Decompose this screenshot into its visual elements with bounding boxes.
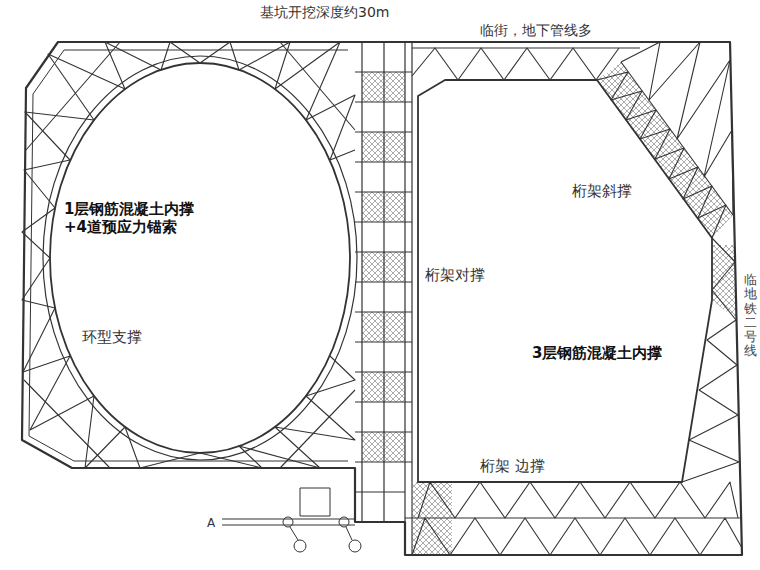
site-note-holder: 临地铁二号线 bbox=[744, 272, 757, 360]
zone-label: 桁架对撑 bbox=[423, 266, 487, 284]
support-note: 3层钢筋混凝土内撑 bbox=[530, 344, 664, 362]
zone-label-holder: 环型支撑 bbox=[80, 327, 144, 346]
site-note: 临街，地下管线多 bbox=[478, 22, 594, 39]
zone-label: 桁架斜撑 bbox=[570, 182, 634, 200]
support-note: 1层钢筋混凝土内撑 +4道预应力锚索 bbox=[62, 200, 206, 236]
truss-strut bbox=[355, 42, 412, 522]
section-letter: A bbox=[205, 516, 217, 530]
site-note-holder: 临街，地下管线多 bbox=[478, 20, 594, 39]
plan-title-holder: 基坑开挖深度约30m bbox=[258, 2, 391, 21]
site-note: 临地铁二号线 bbox=[744, 272, 757, 360]
support-note-holder: 3层钢筋混凝土内撑 bbox=[530, 343, 664, 362]
pit-boundary bbox=[22, 42, 742, 555]
zone-label-holder: 桁架对撑 bbox=[423, 265, 487, 284]
hatched-slab bbox=[362, 62, 737, 555]
support-note-holder: 1层钢筋混凝土内撑 +4道预应力锚索 bbox=[62, 200, 206, 236]
plan-title: 基坑开挖深度约30m bbox=[258, 4, 391, 21]
zone-label-holder: 桁架 边撑 bbox=[478, 456, 547, 475]
zone-label: 环型支撑 bbox=[80, 328, 144, 346]
section-mark bbox=[222, 488, 361, 552]
ring-support bbox=[22, 42, 357, 468]
zone-label: 桁架 边撑 bbox=[478, 457, 547, 475]
truss-frame bbox=[405, 42, 742, 555]
zone-label-holder: 桁架斜撑 bbox=[570, 181, 634, 200]
section-letter-holder: A bbox=[205, 512, 217, 531]
